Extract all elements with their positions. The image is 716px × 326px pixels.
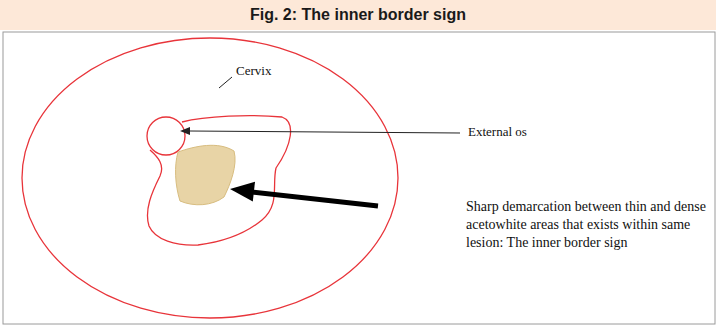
figure-frame	[3, 32, 715, 324]
note-text: Sharp demarcation between thin and dense…	[466, 198, 710, 253]
title-band: Fig. 2: The inner border sign	[0, 0, 716, 30]
cervix-leader	[219, 77, 232, 88]
os-leader-head	[180, 127, 190, 135]
part-label: Cervix	[236, 63, 271, 80]
external-os	[147, 117, 185, 155]
dense-acetowhite-area	[176, 145, 236, 204]
pointer-arrow-shaft	[252, 192, 378, 206]
pointer-arrow-head	[230, 182, 255, 202]
lesion-outline	[147, 116, 290, 245]
os-leader	[190, 131, 460, 133]
cervix-outline	[22, 38, 398, 318]
part-label: External os	[468, 124, 527, 141]
figure-title: Fig. 2: The inner border sign	[250, 6, 466, 24]
